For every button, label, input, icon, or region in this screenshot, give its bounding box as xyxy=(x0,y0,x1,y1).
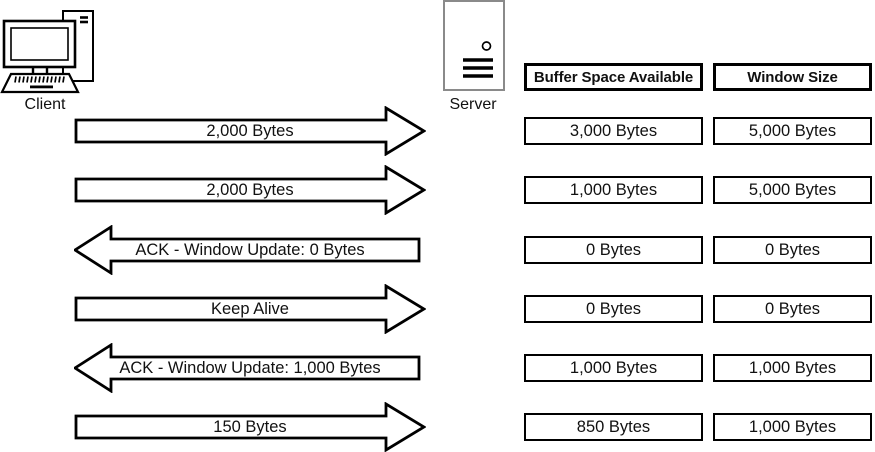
window-cell: 0 Bytes xyxy=(713,295,872,323)
window-cell: 5,000 Bytes xyxy=(713,117,872,145)
message-row: 2,000 Bytes xyxy=(74,165,426,215)
server-label: Server xyxy=(449,96,497,113)
buffer-cell: 3,000 Bytes xyxy=(524,117,703,145)
buffer-cell: 0 Bytes xyxy=(524,236,703,264)
message-row: Keep Alive xyxy=(74,284,426,334)
buffer-cell: 850 Bytes xyxy=(524,413,703,441)
buffer-cell: 1,000 Bytes xyxy=(524,354,703,382)
arrow-left-icon xyxy=(74,343,421,393)
arrow-right-icon xyxy=(74,402,426,452)
window-cell: 5,000 Bytes xyxy=(713,176,872,204)
window-cell: 1,000 Bytes xyxy=(713,413,872,441)
window-cell: 0 Bytes xyxy=(713,236,872,264)
column-header-window-size: Window Size xyxy=(713,63,872,91)
arrow-right-icon xyxy=(74,106,426,156)
buffer-cell: 1,000 Bytes xyxy=(524,176,703,204)
client-label: Client xyxy=(24,96,66,113)
message-row: ACK - Window Update: 1,000 Bytes xyxy=(74,343,426,393)
message-row: 2,000 Bytes xyxy=(74,106,426,156)
arrow-left-icon xyxy=(74,225,421,275)
message-row: ACK - Window Update: 0 Bytes xyxy=(74,225,426,275)
buffer-cell: 0 Bytes xyxy=(524,295,703,323)
client-computer-icon xyxy=(0,10,94,94)
arrow-right-icon xyxy=(74,284,426,334)
server-icon xyxy=(443,0,505,91)
column-header-buffer-space: Buffer Space Available xyxy=(524,63,703,91)
message-row: 150 Bytes xyxy=(74,402,426,452)
arrow-right-icon xyxy=(74,165,426,215)
keyboard-keys xyxy=(14,76,65,83)
window-cell: 1,000 Bytes xyxy=(713,354,872,382)
